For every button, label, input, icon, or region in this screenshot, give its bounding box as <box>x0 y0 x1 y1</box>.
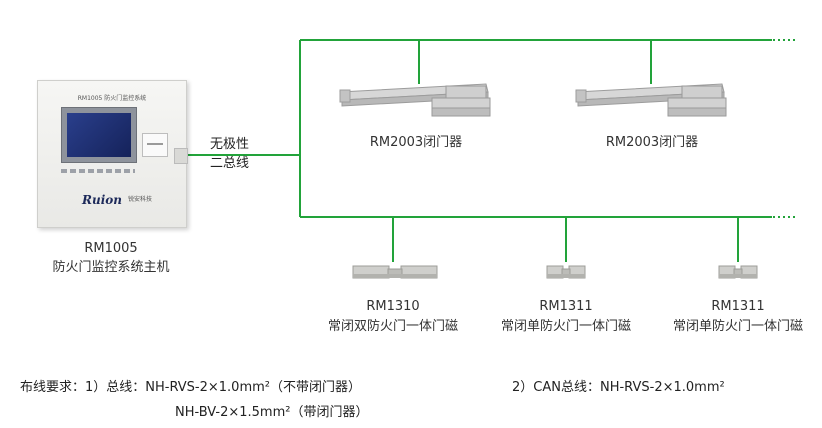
controller-panel: RM1005 防火门监控系统 Ruion 锐安科技 <box>37 80 187 228</box>
magnet-2-model: RM1311 <box>539 299 593 314</box>
door-magnet-1-icon <box>352 265 438 279</box>
controller-panel-title: RM1005 防火门监控系统 <box>77 95 147 102</box>
magnet-1-model: RM1310 <box>366 299 420 314</box>
closer-2-label: RM2003闭门器 <box>605 135 699 150</box>
controller-model-label: RM1005 <box>84 241 138 256</box>
door-magnet-2-icon <box>546 265 586 279</box>
magnet-3-name: 常闭单防火门一体门磁 <box>672 319 803 334</box>
printer-slot <box>142 133 168 157</box>
magnet-1-name: 常闭双防火门一体门磁 <box>327 319 458 334</box>
indicator-row <box>61 169 135 173</box>
magnet-3-model: RM1311 <box>711 299 765 314</box>
wiring-note-line2: NH-BV-2×1.5mm²（带闭门器） <box>175 405 369 420</box>
bus-label-line1: 无极性 <box>210 137 250 152</box>
controller-name-label: 防火门监控系统主机 <box>52 260 170 275</box>
door-magnet-3-icon <box>718 265 758 279</box>
brand-subtitle: 锐安科技 <box>128 196 153 203</box>
controller-screen-bezel <box>61 107 137 163</box>
controller-screen <box>67 113 131 157</box>
wiring-note-can: 2）CAN总线：NH-RVS-2×1.0mm² <box>512 380 725 395</box>
door-closer-1-icon <box>339 83 491 117</box>
closer-1-label: RM2003闭门器 <box>369 135 463 150</box>
bus-label-line2: 二总线 <box>210 156 250 171</box>
door-closer-2-icon <box>575 83 727 117</box>
wiring-note-line1: 布线要求：1）总线：NH-RVS-2×1.0mm²（不带闭门器） <box>20 380 361 395</box>
magnet-2-name: 常闭单防火门一体门磁 <box>500 319 631 334</box>
controller-left-bracket <box>174 148 188 164</box>
brand-logo: Ruion <box>82 193 122 207</box>
